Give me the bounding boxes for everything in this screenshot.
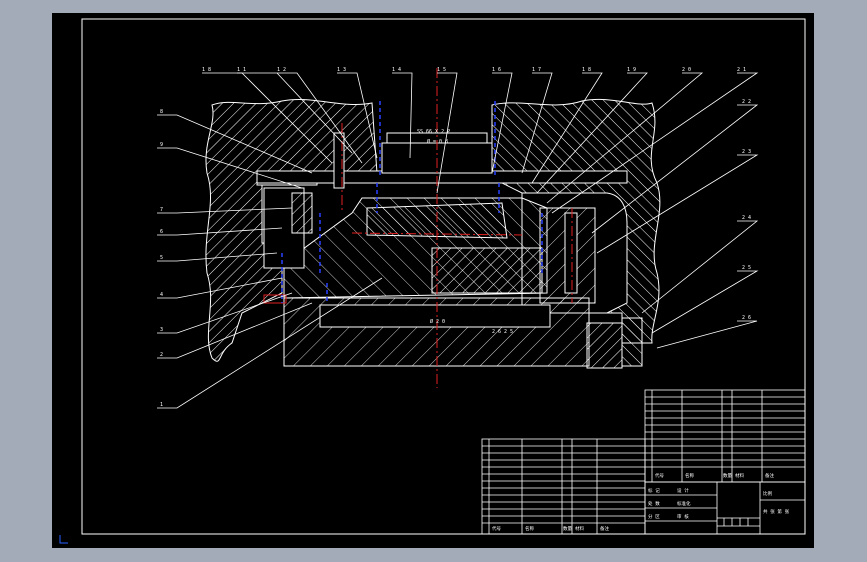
coordinate-axis-icon — [59, 535, 68, 544]
callout-top-6: 1 6 — [492, 67, 501, 73]
callout-left-7: 2 — [160, 352, 163, 358]
callout-top-8: 1 8 — [582, 67, 591, 73]
bolt-left — [333, 132, 345, 189]
parts-table-right — [644, 389, 806, 483]
leader-lines — [157, 72, 759, 409]
callout-labels-left: 8 9 7 6 5 4 3 2 1 — [160, 109, 163, 408]
callout-left-8: 1 — [160, 402, 163, 408]
left-col-qty: 数量 — [563, 525, 572, 532]
callout-labels-top: 1 8 1 1 1 2 1 3 1 4 1 5 1 6 1 7 1 8 1 9 … — [202, 67, 746, 73]
left-col-material: 材料 — [575, 525, 584, 532]
right-col-remark: 备注 — [765, 472, 774, 479]
left-col-remark: 备注 — [600, 525, 609, 532]
left-post — [291, 192, 313, 234]
spring-left — [263, 294, 287, 304]
callout-right-0: 2 2 — [742, 99, 751, 105]
centerlines — [341, 68, 573, 388]
callout-top-2: 1 2 — [277, 67, 286, 73]
scale-label: 比例 — [763, 490, 772, 497]
drawing-sheet: 1 8 1 1 1 2 1 3 1 4 1 5 1 6 1 7 1 8 1 9 … — [52, 13, 814, 548]
callout-left-6: 3 — [160, 327, 163, 333]
callout-left-5: 4 — [160, 292, 163, 298]
callout-top-9: 1 9 — [627, 67, 636, 73]
sign-standard: 标准化 — [677, 500, 691, 507]
parts-table-left — [481, 438, 646, 535]
callout-left-4: 5 — [160, 255, 163, 261]
callout-top-10: 2 0 — [682, 67, 691, 73]
callout-top-1: 1 1 — [237, 67, 246, 73]
right-col-material: 材料 — [735, 472, 744, 479]
left-col-code: 代号 — [492, 525, 501, 532]
callout-right-1: 2 3 — [742, 149, 751, 155]
sheet-count-label: 共 张 第 张 — [763, 508, 790, 515]
parts-table-left-labels: 代号 名称 数量 材料 备注 — [492, 525, 609, 532]
callout-top-11: 2 1 — [737, 67, 746, 73]
sign-mark: 标 记 — [648, 487, 660, 494]
left-col-name: 名称 — [525, 525, 534, 532]
callout-right-3: 2 5 — [742, 265, 751, 271]
cad-drawing: 1 8 1 1 1 2 1 3 1 4 1 5 1 6 1 7 1 8 1 9 … — [59, 18, 806, 544]
sign-zone: 分 区 — [648, 513, 660, 520]
callout-right-2: 2 4 — [742, 215, 751, 221]
callout-top-3: 1 3 — [337, 67, 346, 73]
sign-count: 处 数 — [648, 500, 660, 507]
callout-top-0: 1 8 — [202, 67, 211, 73]
right-col-qty: 数量 — [723, 472, 732, 479]
callout-left-3: 6 — [160, 229, 163, 235]
sign-review: 审 核 — [677, 513, 689, 520]
callout-top-5: 1 5 — [437, 67, 446, 73]
sign-design: 设 计 — [677, 487, 689, 494]
parts-table-right-labels: 代号 名称 数量 材料 备注 — [655, 472, 774, 479]
callout-labels-right: 2 2 2 3 2 4 2 5 2 6 — [742, 99, 751, 321]
right-col-code: 代号 — [655, 472, 664, 479]
callout-left-1: 9 — [160, 142, 163, 148]
title-block — [644, 481, 806, 535]
signature-labels: 标 记 处 数 分 区 设 计 标准化 审 核 比例 共 张 第 张 — [648, 487, 790, 520]
base-slot — [319, 304, 551, 328]
callout-top-7: 1 7 — [532, 67, 541, 73]
bolt-right — [564, 212, 578, 294]
sheet-border — [81, 18, 806, 535]
callout-top-4: 1 4 — [392, 67, 401, 73]
guide-block — [431, 247, 543, 294]
end-block — [586, 322, 623, 369]
callout-left-2: 7 — [160, 207, 163, 213]
base-label-2: 2 6 2 5 — [492, 329, 513, 335]
end-cap — [621, 317, 643, 367]
right-col-name: 名称 — [685, 472, 694, 479]
callout-left-0: 8 — [160, 109, 163, 115]
base-label: Ø 2 0 — [430, 318, 445, 325]
dimension-top-2: Ø = 0 8 — [427, 138, 448, 145]
callout-right-4: 2 6 — [742, 315, 751, 321]
dimension-top: SS 66 X 2 P — [417, 129, 450, 135]
